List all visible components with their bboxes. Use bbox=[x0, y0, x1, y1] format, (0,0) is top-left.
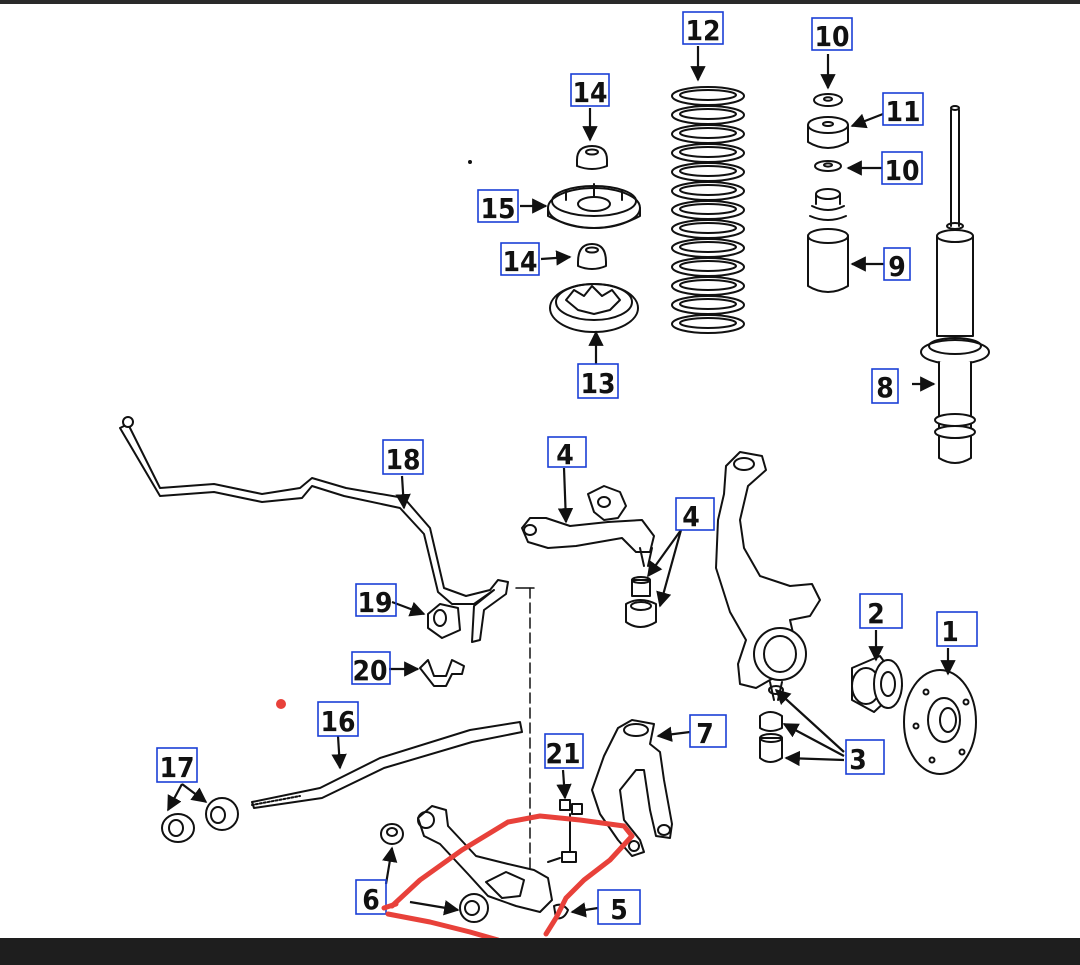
svg-text:12: 12 bbox=[685, 14, 720, 47]
label-part-17: 17 bbox=[156, 747, 198, 784]
label-part-10-lower: 10 bbox=[881, 151, 923, 187]
stabilizer-end-link bbox=[515, 587, 583, 881]
label-part-14-top: 14 bbox=[570, 73, 610, 109]
label-part-7: 7 bbox=[689, 714, 727, 750]
svg-text:6: 6 bbox=[362, 883, 380, 916]
svg-text:9: 9 bbox=[888, 250, 906, 283]
dust-boot bbox=[807, 188, 849, 293]
spring-coil-inner bbox=[679, 203, 737, 215]
svg-text:4: 4 bbox=[682, 500, 700, 533]
svg-text:14: 14 bbox=[572, 76, 607, 109]
radius-rod-bushing-left bbox=[161, 813, 195, 843]
bump-stop-rubber bbox=[807, 116, 849, 149]
svg-text:1: 1 bbox=[941, 615, 959, 648]
upper-mount-bushing-lower bbox=[577, 243, 607, 270]
label-part-1: 1 bbox=[936, 611, 978, 648]
svg-text:21: 21 bbox=[545, 737, 580, 770]
label-part-14-lower: 14 bbox=[500, 242, 540, 278]
label-part-4-joint: 4 bbox=[675, 497, 715, 533]
svg-text:16: 16 bbox=[320, 705, 355, 738]
svg-text:19: 19 bbox=[357, 586, 392, 619]
svg-text:5: 5 bbox=[610, 893, 628, 926]
spring-coil-inner bbox=[679, 222, 737, 234]
svg-text:10: 10 bbox=[814, 20, 849, 53]
label-part-4-upper: 4 bbox=[547, 436, 587, 471]
stabilizer-bracket bbox=[419, 659, 465, 687]
strut-mount bbox=[547, 183, 641, 229]
spring-coil-inner bbox=[679, 260, 737, 272]
spring-coil-inner bbox=[679, 317, 737, 329]
lower-ball-joint-boot bbox=[759, 711, 783, 763]
svg-text:7: 7 bbox=[696, 717, 714, 750]
spring-coil-inner bbox=[679, 146, 737, 158]
stabilizer-bushing bbox=[427, 603, 461, 639]
washer-lower bbox=[814, 160, 842, 172]
lower-control-arm bbox=[417, 805, 569, 920]
stabilizer-bar bbox=[119, 416, 509, 643]
label-part-6: 6 bbox=[355, 879, 387, 916]
label-part-13: 13 bbox=[577, 363, 619, 400]
bottom-frame-bar bbox=[0, 938, 1080, 965]
svg-text:2: 2 bbox=[867, 597, 885, 630]
red-dot bbox=[276, 699, 286, 709]
upper-control-arm bbox=[521, 485, 655, 567]
washer-top bbox=[813, 93, 843, 107]
upper-mount-bushing-top bbox=[576, 145, 608, 170]
spring-coil-inner bbox=[679, 241, 737, 253]
suspension-exploded-diagram: 12 10 11 10 9 14 bbox=[119, 11, 990, 940]
label-part-18: 18 bbox=[382, 439, 424, 476]
label-part-20: 20 bbox=[351, 651, 391, 687]
spring-coil-inner bbox=[679, 108, 737, 120]
part-labels: 12 10 11 10 9 14 bbox=[156, 11, 978, 926]
label-part-8: 8 bbox=[871, 368, 899, 404]
spring-coil-inner bbox=[679, 89, 737, 101]
label-part-2: 2 bbox=[859, 593, 903, 630]
spring-seat bbox=[549, 283, 639, 333]
spring-coil-inner bbox=[679, 279, 737, 291]
spring-coil-inner bbox=[679, 184, 737, 196]
svg-text:10: 10 bbox=[884, 154, 919, 187]
coil-spring bbox=[671, 86, 745, 334]
svg-text:18: 18 bbox=[385, 443, 420, 476]
spring-coil-inner bbox=[679, 127, 737, 139]
svg-text:8: 8 bbox=[876, 371, 894, 404]
label-part-19: 19 bbox=[355, 583, 397, 619]
svg-text:3: 3 bbox=[849, 743, 867, 776]
svg-text:4: 4 bbox=[556, 438, 574, 471]
label-part-9: 9 bbox=[883, 247, 911, 283]
label-part-10-top: 10 bbox=[811, 17, 853, 53]
label-part-21: 21 bbox=[544, 733, 584, 770]
lower-arm-bushing-large bbox=[459, 893, 489, 923]
lower-arm-bushing-small bbox=[380, 823, 404, 845]
shock-absorber bbox=[920, 105, 990, 464]
steering-knuckle bbox=[715, 451, 821, 701]
label-part-15: 15 bbox=[477, 189, 519, 225]
label-part-5: 5 bbox=[597, 889, 641, 926]
label-part-12: 12 bbox=[682, 11, 724, 47]
spring-coil-inner bbox=[679, 165, 737, 177]
wheel-bearing bbox=[851, 655, 903, 713]
svg-text:20: 20 bbox=[352, 654, 387, 687]
leader-arrows bbox=[167, 46, 956, 918]
radius-rod bbox=[251, 721, 523, 809]
svg-text:17: 17 bbox=[159, 751, 194, 784]
ball-joint-boot bbox=[625, 576, 657, 628]
radius-rod-bushing-right bbox=[205, 797, 239, 831]
label-part-16: 16 bbox=[317, 701, 359, 738]
svg-text:15: 15 bbox=[480, 192, 515, 225]
label-part-11: 11 bbox=[882, 92, 924, 128]
spring-coil-inner bbox=[679, 298, 737, 310]
label-part-3: 3 bbox=[845, 739, 885, 776]
red-annotation-mark bbox=[381, 813, 635, 940]
svg-text:11: 11 bbox=[885, 95, 920, 128]
top-frame-bar bbox=[0, 0, 1080, 4]
wheel-hub bbox=[903, 669, 977, 775]
svg-text:13: 13 bbox=[580, 367, 615, 400]
svg-text:14: 14 bbox=[502, 245, 537, 278]
